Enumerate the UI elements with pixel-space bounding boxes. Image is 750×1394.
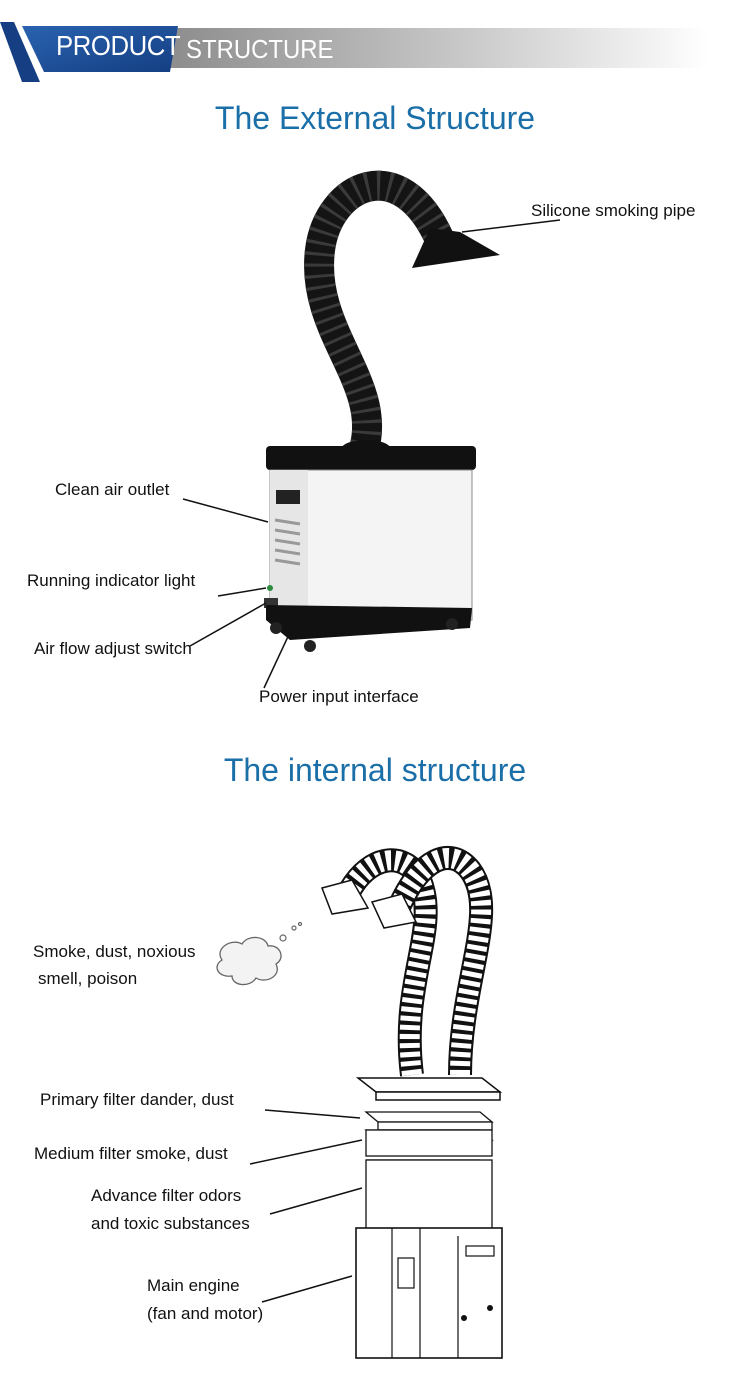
external-unit-illustration: [182, 170, 561, 689]
label-smoke-line1: Smoke, dust, noxious: [33, 942, 196, 961]
label-main-engine-line1: Main engine: [147, 1276, 240, 1295]
label-primary-filter: Primary filter dander, dust: [40, 1090, 234, 1109]
internal-structure-title: The internal structure: [223, 752, 527, 788]
label-air-flow-switch: Air flow adjust switch: [34, 639, 192, 658]
label-advance-filter-line1: Advance filter odors: [91, 1186, 242, 1205]
label-medium-filter: Medium filter smoke, dust: [34, 1144, 228, 1163]
label-clean-air-outlet: Clean air outlet: [55, 480, 170, 499]
label-smoke-line2: smell, poison: [38, 969, 138, 988]
label-main-engine-line2: (fan and motor): [147, 1304, 264, 1323]
banner-product-text: PRODUCT: [56, 30, 181, 61]
label-running-indicator: Running indicator light: [27, 571, 196, 590]
section-banner: PRODUCT STRUCTURE: [0, 0, 750, 100]
label-advance-filter-line2: and toxic substances: [91, 1214, 250, 1233]
external-structure-title: The External Structure: [214, 100, 536, 136]
banner-structure-text: STRUCTURE: [186, 34, 334, 64]
label-power-input: Power input interface: [259, 687, 419, 706]
label-silicone-pipe: Silicone smoking pipe: [531, 201, 696, 220]
banner-graphic: [0, 22, 710, 82]
